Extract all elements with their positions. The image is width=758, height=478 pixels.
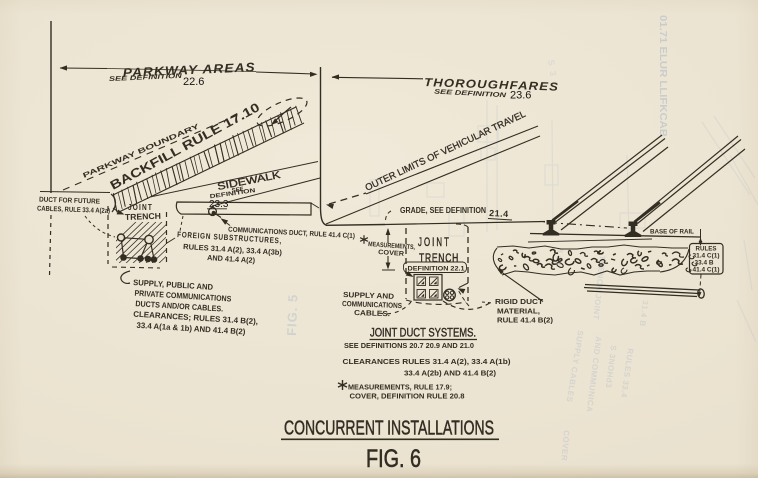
svg-text:AND COMMUNICA: AND COMMUNICA [585,336,603,413]
svg-text:SEE: SEE [231,187,244,195]
svg-text:33.4 B: 33.4 B [695,260,715,267]
svg-text:S 3NOHd3: S 3NOHd3 [604,345,618,389]
svg-text:31.4 B: 31.4 B [638,300,650,327]
svg-text:CONCURRENT INSTALLATIONS: CONCURRENT INSTALLATIONS [284,418,494,440]
svg-text:TRENCH: TRENCH [125,211,161,222]
svg-text:GRADE, SEE DEFINITION: GRADE, SEE DEFINITION [400,206,486,215]
svg-text:CABLES.: CABLES. [354,308,390,318]
svg-text:COMMUNICATIONS: COMMUNICATIONS [342,299,402,310]
svg-text:SEE DEFINITION: SEE DEFINITION [109,73,183,83]
svg-text:THOROUGHFARES: THOROUGHFARES [424,77,559,94]
svg-text:CABLES, RULE 33.4 A(2a): CABLES, RULE 33.4 A(2a) [37,206,110,216]
svg-text:COVER: COVER [378,249,405,258]
svg-text:FIG. 5: FIG. 5 [284,293,300,336]
svg-text:RULES 33.4: RULES 33.4 [619,348,635,399]
svg-text:DUCT FOR FUTURE: DUCT FOR FUTURE [39,197,101,206]
svg-text:BASE OF RAIL: BASE OF RAIL [650,229,694,236]
svg-text:TRENCH: TRENCH [419,253,459,265]
svg-text:23.3: 23.3 [209,199,229,210]
svg-text:23.6: 23.6 [510,90,531,102]
svg-text:MEASUREMENTS, RULE 17.9;: MEASUREMENTS, RULE 17.9; [348,383,452,392]
svg-text:DEFINITION 22.1: DEFINITION 22.1 [408,266,465,273]
svg-text:41.4 C(1): 41.4 C(1) [693,267,720,274]
svg-text:SUPPLY CABLES: SUPPLY CABLES [565,330,585,403]
svg-text:COVER, DEFINITION RULE 20.8: COVER, DEFINITION RULE 20.8 [350,392,465,401]
svg-text:FIG. 6: FIG. 6 [366,445,421,473]
svg-text:21.4: 21.4 [489,208,509,219]
svg-text:PARKWAY AREAS: PARKWAY AREAS [123,60,256,80]
svg-text:S 3 7: S 3 7 [546,59,560,89]
svg-text:AND 41.4 A(2): AND 41.4 A(2) [207,253,256,265]
svg-text:JOINT: JOINT [128,202,153,212]
svg-text:JOINT: JOINT [418,237,451,249]
svg-text:8.02: 8.02 [554,248,565,267]
svg-text:MATERIAL,: MATERIAL, [497,307,540,316]
svg-text:SEE DEFINITIONS 20.7 20.9 AND: SEE DEFINITIONS 20.7 20.9 AND 21.0 [344,341,474,350]
svg-text:33.4 A(2b) AND 41.4 B(2): 33.4 A(2b) AND 41.4 B(2) [404,369,496,378]
svg-text:CLEARANCES RULES 31.4 A(2), 3: CLEARANCES RULES 31.4 A(2), 33.4 A(1b) [343,357,512,366]
svg-text:SUPPLY AND: SUPPLY AND [343,290,395,301]
svg-text:COVER: COVER [559,430,571,462]
svg-text:RIGID DUCT: RIGID DUCT [495,297,543,306]
svg-text:31.4 C(1): 31.4 C(1) [693,253,720,260]
svg-text:22.6: 22.6 [183,76,204,88]
svg-text:RULES: RULES [696,246,717,253]
svg-text:MEASUREMENTS,: MEASUREMENTS, [368,241,416,251]
svg-text:JOINT DUCT SYSTEMS.: JOINT DUCT SYSTEMS. [370,328,476,340]
svg-text:SEE DEFINITION: SEE DEFINITION [434,89,507,100]
svg-text:01.71 ELUR LLIFKCAB: 01.71 ELUR LLIFKCAB [657,15,669,137]
svg-text:RULE 41.4 B(2): RULE 41.4 B(2) [497,316,553,325]
